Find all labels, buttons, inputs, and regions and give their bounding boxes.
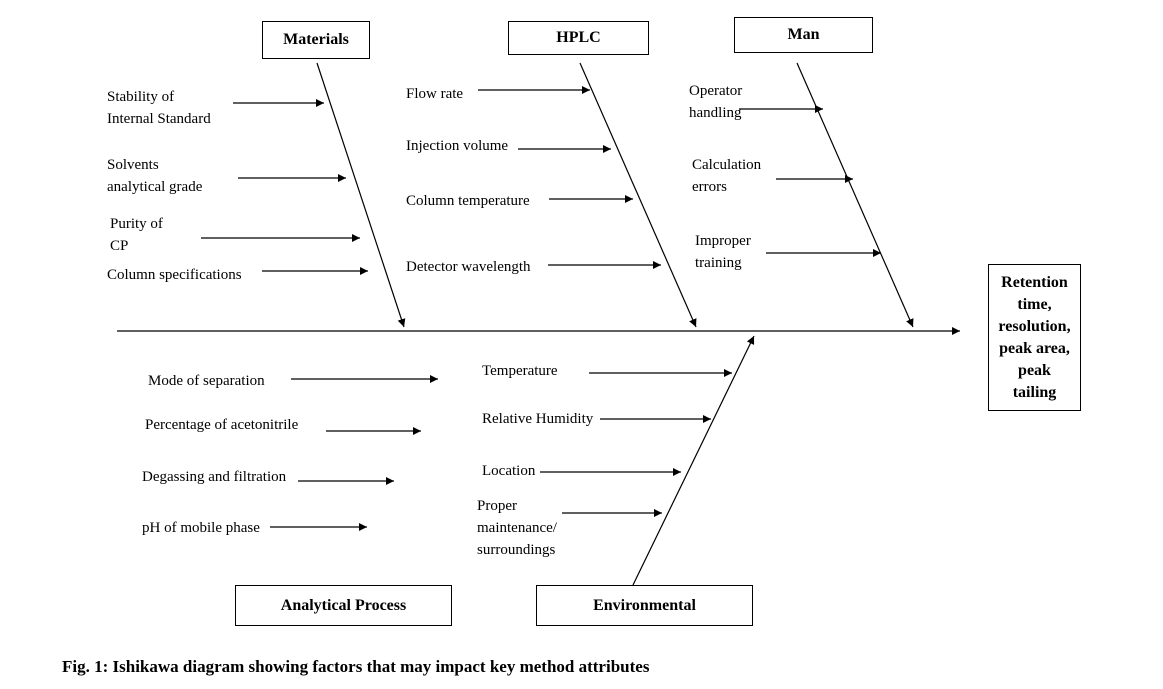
hplc-bone xyxy=(579,62,697,328)
effect-label: Retention time, resolution, peak area, p… xyxy=(998,273,1071,401)
cause-label: Operator handling xyxy=(689,83,743,121)
cause-label: Solvents analytical grade xyxy=(107,157,203,195)
environmental-bone xyxy=(632,335,755,586)
hplc-category-box: HPLC xyxy=(508,21,649,55)
environmental-category-box: Environmental xyxy=(536,585,753,626)
materials-title: Materials xyxy=(283,31,349,48)
man-title: Man xyxy=(787,26,820,43)
environmental-title: Environmental xyxy=(593,596,696,614)
figure-caption: Fig. 1: Ishikawa diagram showing factors… xyxy=(62,657,650,676)
materials-category-box: Materials xyxy=(262,21,370,59)
materials-bone xyxy=(316,62,406,328)
cause-label: Column temperature xyxy=(406,193,530,209)
cause-label: pH of mobile phase xyxy=(142,520,260,536)
hplc-title: HPLC xyxy=(556,29,601,46)
analytical-process-category-box: Analytical Process xyxy=(235,585,452,626)
man-category-box: Man xyxy=(734,17,873,53)
analytical-process-title: Analytical Process xyxy=(280,596,407,614)
cause-label: Temperature xyxy=(482,363,558,379)
cause-label: Detector wavelength xyxy=(406,259,531,275)
cause-label: Stability of Internal Standard xyxy=(107,89,211,127)
cause-label: Injection volume xyxy=(406,138,509,154)
cause-label: Flow rate xyxy=(406,86,464,102)
cause-label: Improper training xyxy=(695,233,751,271)
man-bone xyxy=(796,62,914,328)
cause-label: Purity of CP xyxy=(110,216,163,254)
cause-label: Mode of separation xyxy=(148,373,265,389)
effect-box: Retention time, resolution, peak area, p… xyxy=(988,264,1081,411)
cause-label: Relative Humidity xyxy=(482,411,594,427)
cause-label: Percentage of acetonitrile xyxy=(145,417,299,433)
cause-label: Calculation errors xyxy=(692,157,762,195)
cause-label: Proper maintenance/ surroundings xyxy=(477,498,557,558)
cause-label: Degassing and filtration xyxy=(142,469,287,485)
cause-label: Location xyxy=(482,463,536,479)
cause-label: Column specifications xyxy=(107,267,242,283)
